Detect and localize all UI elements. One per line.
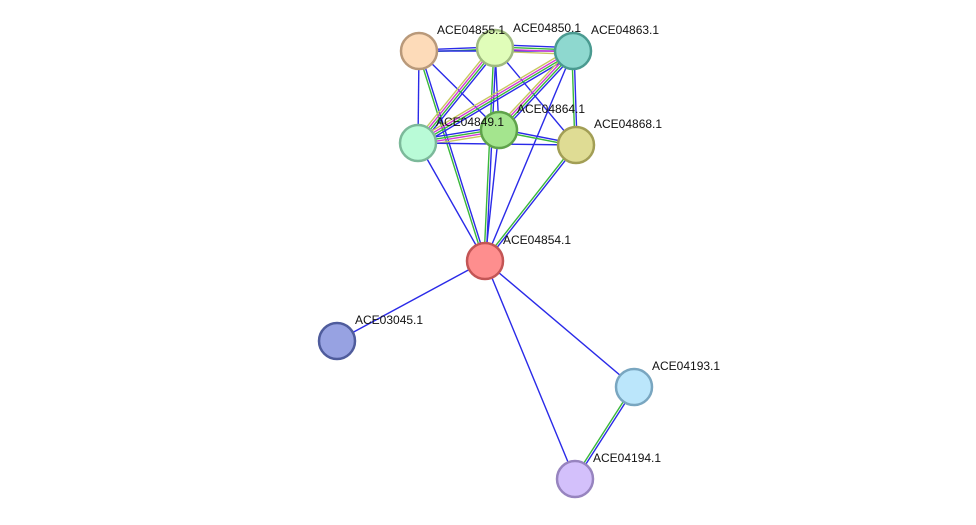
edge-ace04854-1-ace03045-1	[336, 260, 486, 342]
node-ace04863-1[interactable]	[553, 31, 593, 71]
node-ace04193-1[interactable]	[614, 367, 654, 407]
node-ace04864-1[interactable]	[479, 110, 519, 150]
node-ace04855-1[interactable]	[399, 31, 439, 71]
node-label-ace04863-1: ACE04863.1	[591, 23, 659, 37]
node-ace04850-1[interactable]	[475, 28, 515, 68]
node-label-ace04850-1: ACE04850.1	[513, 21, 581, 35]
edge-line-blue	[419, 50, 487, 261]
node-label-ace04193-1: ACE04193.1	[652, 359, 720, 373]
node-label-ace04194-1: ACE04194.1	[593, 451, 661, 465]
edge-line-blue	[484, 260, 635, 388]
edge-ace04863-1-ace04849-1	[415, 47, 576, 147]
edge-line-green	[418, 51, 574, 145]
node-label-ace03045-1: ACE03045.1	[355, 313, 423, 327]
edge-line-green	[483, 47, 495, 261]
node-ace03045-1[interactable]	[317, 321, 357, 361]
edge-ace04868-1-ace04854-1	[483, 143, 578, 263]
edge-line-green	[483, 143, 576, 261]
edge-line-blue	[484, 129, 500, 262]
edge-line-green	[418, 48, 497, 145]
edge-line-blue	[485, 48, 497, 262]
node-ace04849-1[interactable]	[398, 123, 438, 163]
edge-line-blue	[484, 50, 574, 262]
edge-line-blue	[417, 142, 486, 262]
edge-line-olive	[415, 47, 572, 141]
edge-line-blue	[485, 145, 578, 263]
node-label-ace04854-1: ACE04854.1	[503, 233, 571, 247]
edge-ace04864-1-ace04854-1	[484, 129, 500, 262]
edge-line-green	[417, 51, 485, 262]
node-ace04854-1[interactable]	[465, 241, 505, 281]
edge-ace04850-1-ace04854-1	[483, 47, 497, 262]
edge-line-blue	[484, 260, 576, 480]
node-label-ace04849-1: ACE04849.1	[436, 115, 504, 129]
node-ace04868-1[interactable]	[556, 125, 596, 165]
edge-ace04854-1-ace04194-1	[484, 260, 576, 480]
labels-layer: ACE04855.1 ACE04850.1 ACE04863.1ACE04849.1…	[355, 21, 720, 465]
node-ace04194-1[interactable]	[555, 459, 595, 499]
edge-ace04854-1-ace04193-1	[484, 260, 635, 388]
edge-line-magenta	[417, 49, 573, 143]
edge-ace04855-1-ace04854-1	[417, 50, 487, 262]
edge-line-magenta	[416, 46, 495, 143]
node-label-ace04868-1: ACE04868.1	[594, 117, 662, 131]
edge-line-blue	[419, 53, 576, 147]
nodes-layer	[317, 28, 654, 499]
node-label-ace04864-1: ACE04864.1	[517, 102, 585, 116]
edge-line-olive	[414, 45, 493, 142]
edge-line-blue	[336, 260, 486, 342]
edge-ace04863-1-ace04854-1	[484, 50, 574, 262]
edge-ace04849-1-ace04854-1	[417, 142, 486, 262]
node-label-ace04855-1: ACE04855.1	[437, 23, 505, 37]
